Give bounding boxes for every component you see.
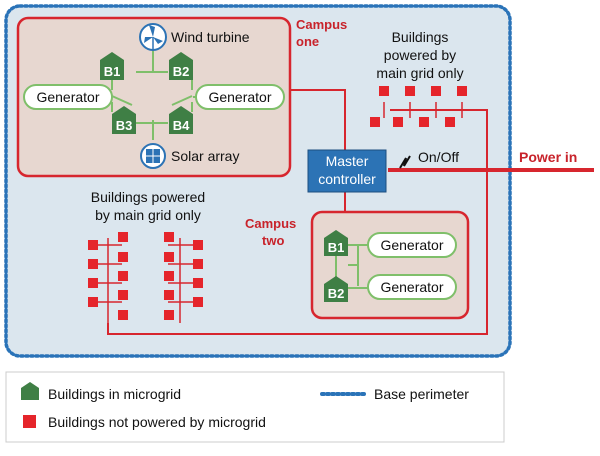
- master-controller-label-2: controller: [318, 171, 376, 187]
- left-group-label-1: Buildings powered: [91, 189, 205, 205]
- legend-box: [5, 371, 505, 443]
- master-controller-box: [307, 149, 387, 193]
- non-microgrid-building: [193, 240, 203, 250]
- master-controller-label-1: Master: [326, 153, 369, 169]
- campus-two-label-1: Campus: [245, 216, 296, 231]
- non-microgrid-building: [88, 278, 98, 288]
- svg-text:Generator: Generator: [380, 279, 443, 295]
- svg-text:B1: B1: [328, 240, 345, 255]
- non-microgrid-building: [193, 297, 203, 307]
- campus-one-building-b1: B1: [100, 52, 124, 80]
- non-microgrid-building: [370, 117, 380, 127]
- svg-text:B2: B2: [328, 286, 345, 301]
- campus-one-generator-right: Generator: [193, 84, 285, 110]
- svg-text:Generator: Generator: [380, 237, 443, 253]
- non-microgrid-building: [118, 290, 128, 300]
- non-microgrid-building: [118, 232, 128, 242]
- svg-text:B2: B2: [173, 64, 190, 79]
- wind-turbine-icon: [139, 23, 167, 51]
- campus-two-label-2: two: [262, 233, 284, 248]
- non-microgrid-building: [164, 310, 174, 320]
- non-microgrid-building: [118, 310, 128, 320]
- campus-one-box: [16, 16, 292, 178]
- left-group-label-2: by main grid only: [95, 207, 201, 223]
- non-microgrid-building: [393, 117, 403, 127]
- campus-two-building-b2: B2: [324, 276, 348, 302]
- top-right-group-label-3: main grid only: [376, 65, 463, 81]
- non-microgrid-building: [164, 290, 174, 300]
- solar-array-label: Solar array: [171, 148, 239, 164]
- switch-icon: [399, 155, 411, 169]
- legend-perimeter-label: Base perimeter: [374, 386, 469, 402]
- campus-one-building-b4: B4: [169, 106, 193, 134]
- campus-two-building-b1: B1: [324, 230, 348, 256]
- campus-one-building-b3: B3: [112, 106, 136, 134]
- campus-one-generator-left: Generator: [23, 84, 113, 110]
- non-microgrid-building: [379, 86, 389, 96]
- legend-microgrid-label: Buildings in microgrid: [48, 386, 181, 402]
- wind-turbine-label: Wind turbine: [171, 29, 250, 45]
- campus-one-connections: [111, 48, 193, 140]
- non-microgrid-building: [88, 297, 98, 307]
- non-microgrid-building: [164, 252, 174, 262]
- non-microgrid-building: [193, 278, 203, 288]
- non-microgrid-building: [118, 271, 128, 281]
- campus-two-generator-top: Generator: [367, 232, 457, 258]
- non-microgrid-building: [445, 117, 455, 127]
- campus-two-connections: [335, 244, 368, 289]
- non-microgrid-building: [88, 240, 98, 250]
- svg-text:B3: B3: [116, 118, 133, 133]
- power-in-label: Power in: [519, 149, 577, 165]
- switch-label: On/Off: [418, 149, 459, 165]
- campus-one-building-b2: B2: [169, 52, 193, 80]
- svg-text:B4: B4: [173, 118, 190, 133]
- non-microgrid-building: [88, 259, 98, 269]
- non-microgrid-building: [431, 86, 441, 96]
- svg-text:Generator: Generator: [36, 89, 99, 105]
- non-microgrid-building: [164, 271, 174, 281]
- non-microgrid-building: [419, 117, 429, 127]
- campus-two-generator-bottom: Generator: [367, 274, 457, 300]
- power-lines: [107, 89, 488, 335]
- non-microgrid-building: [118, 252, 128, 262]
- non-microgrid-building: [193, 259, 203, 269]
- svg-text:B1: B1: [104, 64, 121, 79]
- top-right-buildings: [370, 86, 467, 127]
- non-microgrid-building: [457, 86, 467, 96]
- campus-one-label-1: Campus: [296, 17, 347, 32]
- left-buildings: [88, 232, 203, 323]
- campus-one-label-2: one: [296, 34, 319, 49]
- solar-panel-icon: [140, 143, 166, 169]
- legend-non-microgrid-label: Buildings not powered by microgrid: [48, 414, 266, 430]
- top-right-group-label-2: powered by: [384, 47, 456, 63]
- top-right-group-label-1: Buildings: [392, 29, 449, 45]
- non-microgrid-building: [405, 86, 415, 96]
- legend-microgrid-swatch: [21, 382, 39, 400]
- svg-text:Generator: Generator: [208, 89, 271, 105]
- non-microgrid-building: [164, 232, 174, 242]
- legend-non-microgrid-swatch: [23, 415, 36, 428]
